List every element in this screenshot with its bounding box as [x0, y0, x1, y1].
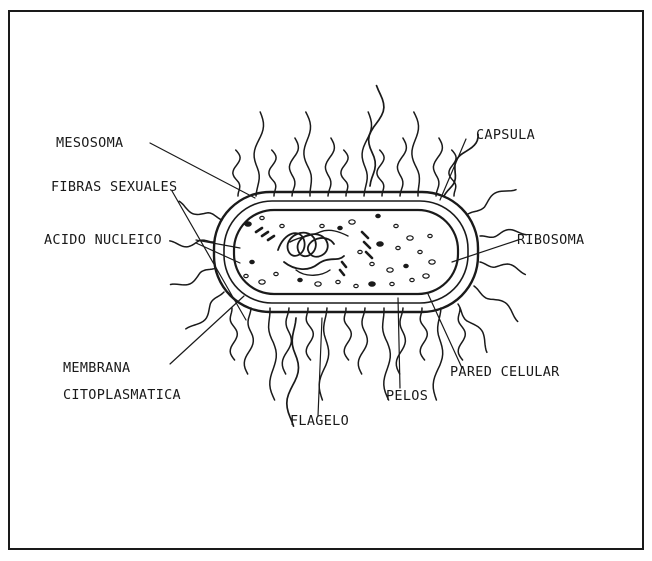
pilus-strand [458, 308, 465, 360]
plasma-membrane-outline [234, 210, 458, 294]
pilus-strand [325, 138, 334, 196]
pilus-strand [269, 150, 276, 196]
ribosome-granule [407, 236, 413, 240]
pilus-strand [444, 134, 478, 196]
cell-envelope [214, 192, 478, 312]
label-capsula: CAPSULA [476, 127, 535, 143]
label-membrana: MEMBRANA [63, 360, 130, 376]
pilus-strand [269, 308, 277, 400]
pilus-strand [254, 112, 263, 196]
pilus-strand [468, 190, 516, 214]
ribosome-granule [394, 224, 398, 227]
pilus-strand [186, 292, 224, 329]
ribosome-granule [320, 224, 324, 227]
labels: MESOSOMA FIBRAS SEXUALES ACIDO NUCLEICO … [44, 127, 584, 429]
pilus-strand [420, 308, 427, 360]
ribosome-granule [376, 214, 380, 217]
ribosome-granule [370, 262, 374, 265]
ribosome-granule [244, 274, 248, 277]
pilus-strand [369, 86, 384, 186]
ribosome-granule [338, 226, 342, 229]
ribosome-granule [404, 264, 408, 267]
ribosome-granule [315, 282, 321, 286]
ribosome-granule [390, 282, 394, 285]
label-citoplasmatica: CITOPLASMATICA [63, 387, 181, 403]
nucleoid [278, 230, 348, 275]
ribosome-granule [428, 234, 432, 237]
pilus-strand [304, 112, 312, 196]
label-fibras-sexuales: FIBRAS SEXUALES [51, 179, 177, 195]
ribosome-granule [369, 282, 375, 286]
pilus-strand [377, 150, 384, 196]
pilus-strand [287, 318, 299, 426]
pilus-strand [171, 268, 217, 285]
pilus-strand [344, 308, 351, 360]
pilus-strand [396, 308, 405, 374]
label-pared-celular: PARED CELULAR [450, 364, 560, 380]
ribosome-granule [260, 216, 264, 219]
pilus-strand [358, 308, 367, 374]
ribosome-granule [429, 260, 435, 264]
ribosome-granule [259, 280, 265, 284]
label-pelos: PELOS [386, 388, 428, 404]
ribosome-granule [250, 260, 254, 263]
label-acido-nucleico: ACIDO NUCLEICO [44, 232, 162, 248]
ribosome-granule [354, 284, 358, 287]
ribosome-granule [396, 246, 400, 249]
pilus-strand [397, 138, 406, 196]
pilus-strand [170, 240, 214, 247]
label-mesosoma: MESOSOMA [56, 135, 123, 151]
ribosome-granule [280, 224, 284, 227]
pilus-strand [230, 308, 237, 360]
ribosome-granule [358, 250, 362, 253]
pilus-strand [282, 308, 291, 374]
ribosome-granule [377, 242, 383, 246]
ribosome-granule [274, 272, 278, 275]
pilus-strand [179, 201, 222, 220]
ribosomes [244, 214, 435, 287]
label-flagelo: FLAGELO [290, 413, 349, 429]
ribosome-granule [336, 280, 340, 283]
ribosome-granule [387, 268, 393, 272]
ribosome-granule [349, 220, 355, 224]
pilus-strand [383, 308, 391, 400]
pilus-strand [289, 138, 298, 196]
ribosome-granule [418, 250, 422, 253]
ribosome-granule [410, 278, 414, 281]
pilus-strand [433, 138, 442, 196]
pilus-strand [244, 308, 253, 374]
pilus-strand [474, 286, 518, 322]
pilus-strand [341, 150, 348, 196]
ribosome-granule [423, 274, 429, 278]
ribosome-granule [245, 222, 251, 226]
pilus-strand [480, 262, 525, 275]
label-ribosoma: RIBOSOMA [517, 232, 584, 248]
pilus-strand [412, 112, 420, 196]
pilus-strand [306, 308, 313, 360]
ribosome-granule [298, 278, 302, 281]
